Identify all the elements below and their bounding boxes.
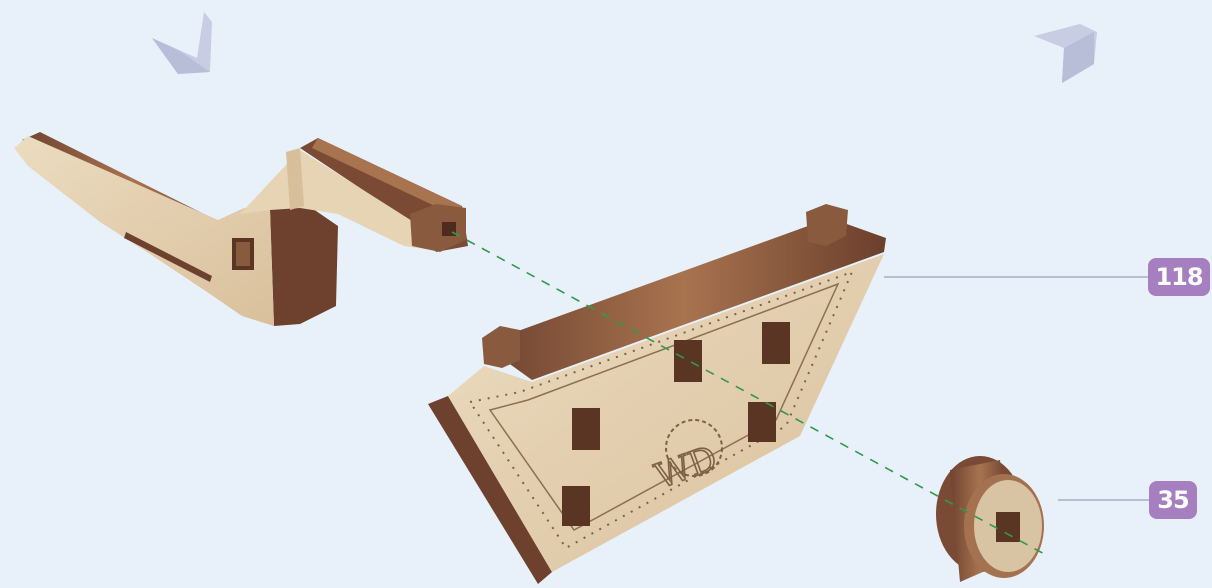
corner-marker-icon (1034, 24, 1097, 83)
bracket-plate-part (428, 204, 886, 584)
part-callout-badge: 118 (1148, 258, 1210, 296)
lever-part (14, 132, 468, 326)
corner-marker-icon (152, 12, 212, 74)
part-callout-badge: 35 (1149, 481, 1197, 519)
spacer-part (936, 456, 1044, 582)
